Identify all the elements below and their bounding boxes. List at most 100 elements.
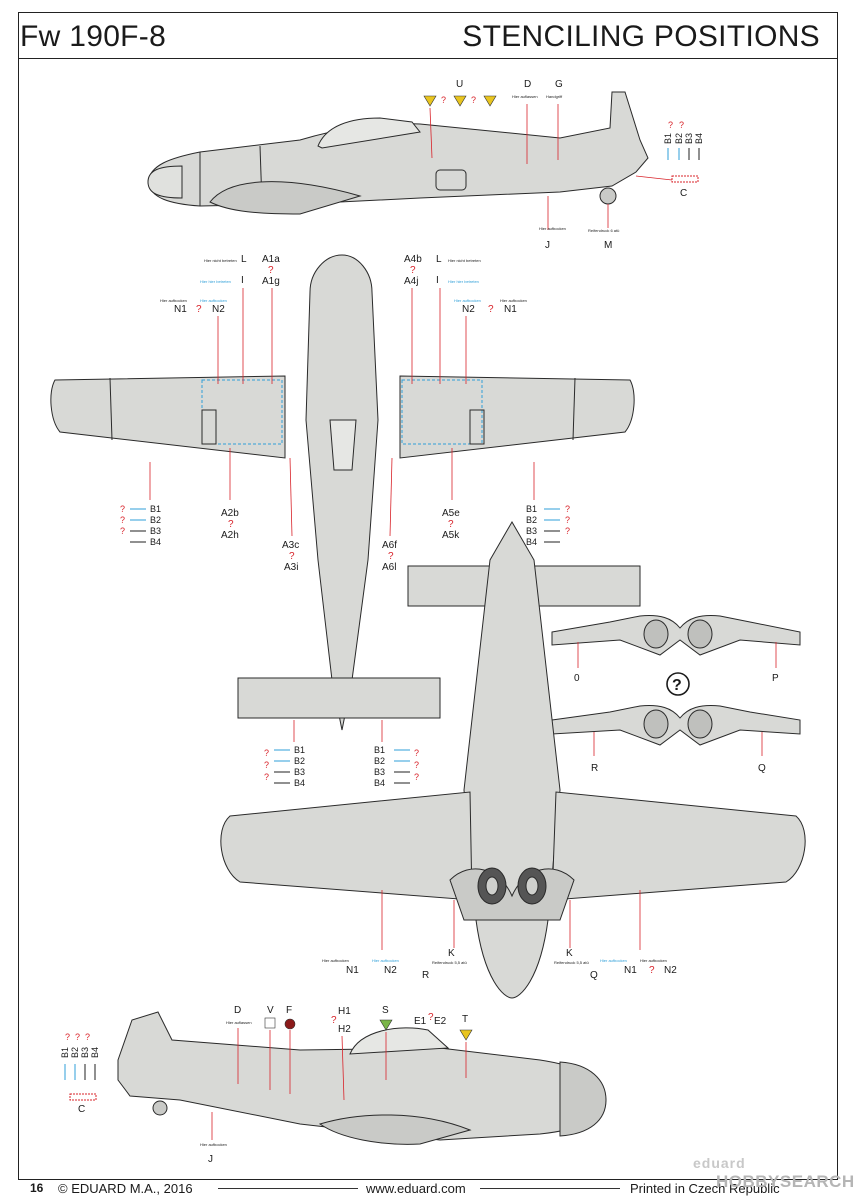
svg-text:B1: B1 bbox=[150, 504, 161, 514]
svg-text:B2: B2 bbox=[674, 133, 684, 144]
svg-text:?: ? bbox=[414, 748, 419, 758]
section-title: STENCILING POSITIONS bbox=[462, 20, 820, 53]
svg-text:Hier hier betreten: Hier hier betreten bbox=[200, 279, 231, 284]
svg-text:?: ? bbox=[331, 1015, 337, 1026]
svg-text:Hier nicht betreten: Hier nicht betreten bbox=[448, 258, 481, 263]
label-I: I bbox=[241, 275, 244, 286]
label-A3c: A3c bbox=[282, 540, 299, 551]
label-A1a: A1a bbox=[262, 254, 280, 265]
svg-text:B2: B2 bbox=[150, 515, 161, 525]
svg-text:?: ? bbox=[120, 504, 125, 514]
label-S: S bbox=[382, 1005, 389, 1016]
plan-top-callouts: L Hier nicht betreten I Hier hier betret… bbox=[120, 254, 570, 788]
svg-text:Hier aufbocken: Hier aufbocken bbox=[160, 298, 187, 303]
svg-text:?: ? bbox=[228, 519, 234, 530]
label-K-right: K bbox=[566, 948, 573, 959]
svg-text:Reifendruck 5,5 atü: Reifendruck 5,5 atü bbox=[432, 960, 467, 965]
svg-text:Hier aufbocken: Hier aufbocken bbox=[322, 958, 349, 963]
svg-text:B4: B4 bbox=[294, 778, 305, 788]
svg-text:?: ? bbox=[264, 772, 269, 782]
question-mark: ? bbox=[471, 95, 476, 105]
label-N2-bottom: N2 bbox=[384, 965, 397, 976]
label-N1-bottom: N1 bbox=[346, 965, 359, 976]
label-Q: Q bbox=[758, 763, 766, 774]
svg-text:?: ? bbox=[565, 504, 570, 514]
label-A5e: A5e bbox=[442, 508, 460, 519]
svg-text:?: ? bbox=[388, 551, 394, 562]
plan-view-top bbox=[50, 254, 635, 731]
hobbysearch-watermark: HOBBYSEARCH bbox=[716, 1172, 855, 1191]
svg-text:B3: B3 bbox=[294, 767, 305, 777]
svg-text:B2: B2 bbox=[374, 756, 385, 766]
cross-marking-icon bbox=[264, 1017, 276, 1029]
svg-text:?: ? bbox=[428, 1012, 434, 1023]
side-top-callouts: U ? ? D Hier auflassen G Handgriff Hier … bbox=[423, 79, 704, 251]
svg-text:?: ? bbox=[448, 519, 454, 530]
warning-triangle-icon bbox=[379, 1019, 393, 1031]
svg-text:?: ? bbox=[679, 120, 684, 130]
svg-text:?: ? bbox=[649, 965, 655, 976]
svg-text:B3: B3 bbox=[526, 526, 537, 536]
label-J: J bbox=[545, 240, 550, 251]
svg-text:B2: B2 bbox=[526, 515, 537, 525]
svg-text:Hier aufbocken: Hier aufbocken bbox=[500, 298, 527, 303]
label-D-bottom: D bbox=[234, 1005, 241, 1016]
svg-text:?: ? bbox=[488, 304, 494, 315]
svg-text:B4: B4 bbox=[150, 537, 161, 547]
label-E2: E2 bbox=[434, 1016, 447, 1027]
svg-text:Hier aufbocken: Hier aufbocken bbox=[200, 1142, 227, 1147]
label-T: T bbox=[462, 1014, 468, 1025]
svg-text:B1: B1 bbox=[374, 745, 385, 755]
svg-text:Hier hier betreten: Hier hier betreten bbox=[448, 279, 479, 284]
label-I-right: I bbox=[436, 275, 439, 286]
label-L-right: L bbox=[436, 254, 442, 265]
red-dot-icon bbox=[284, 1018, 296, 1030]
svg-text:?: ? bbox=[65, 1032, 70, 1042]
label-G: G bbox=[555, 79, 563, 90]
label-J-text: Hier aufbocken bbox=[539, 226, 566, 231]
label-H2: H2 bbox=[338, 1024, 351, 1035]
svg-text:B3: B3 bbox=[684, 133, 694, 144]
label-P: P bbox=[772, 673, 779, 684]
label-A4j: A4j bbox=[404, 276, 418, 287]
label-J-bottom: J bbox=[208, 1154, 213, 1165]
divider bbox=[480, 1188, 620, 1189]
svg-text:?: ? bbox=[410, 265, 416, 276]
printed-in: Printed in Czech Republic bbox=[630, 1181, 780, 1196]
divider bbox=[218, 1188, 358, 1189]
label-E1: E1 bbox=[414, 1016, 427, 1027]
warning-triangle-icon bbox=[483, 95, 497, 107]
svg-text:?: ? bbox=[565, 526, 570, 536]
label-A3i: A3i bbox=[284, 562, 298, 573]
label-G-text: Handgriff bbox=[546, 94, 563, 99]
label-H1: H1 bbox=[338, 1006, 351, 1017]
eduard-logo: eduard bbox=[693, 1155, 746, 1171]
svg-text:Hier auflassen: Hier auflassen bbox=[226, 1020, 252, 1025]
svg-text:Hier aufbocken: Hier aufbocken bbox=[200, 298, 227, 303]
label-N1: N1 bbox=[174, 304, 187, 315]
label-N2-right: N2 bbox=[462, 304, 475, 315]
label-M-text: Reifendruck 6 atü bbox=[588, 228, 619, 233]
side-bottom-callouts: D Hier auflassen V F H1 H2 ? S E1 ? E2 T… bbox=[60, 1005, 473, 1165]
warning-triangle-icon bbox=[423, 95, 437, 107]
unknown-icon bbox=[666, 672, 690, 696]
label-R-bottom: R bbox=[422, 970, 429, 981]
question-mark: ? bbox=[441, 95, 446, 105]
header-bar bbox=[18, 12, 838, 59]
svg-text:B3: B3 bbox=[374, 767, 385, 777]
label-A6l: A6l bbox=[382, 562, 396, 573]
label-N1-right: N1 bbox=[504, 304, 517, 315]
svg-text:?: ? bbox=[565, 515, 570, 525]
plan-view-bottom bbox=[220, 521, 806, 999]
svg-text:?: ? bbox=[264, 748, 269, 758]
label-N1-bottom-right: N1 bbox=[624, 965, 637, 976]
label-A4b: A4b bbox=[404, 254, 422, 265]
svg-text:B1: B1 bbox=[663, 133, 673, 144]
label-U: U bbox=[456, 79, 463, 90]
svg-text:Hier aufbocken: Hier aufbocken bbox=[454, 298, 481, 303]
label-A2h: A2h bbox=[221, 530, 239, 541]
svg-text:?: ? bbox=[85, 1032, 90, 1042]
